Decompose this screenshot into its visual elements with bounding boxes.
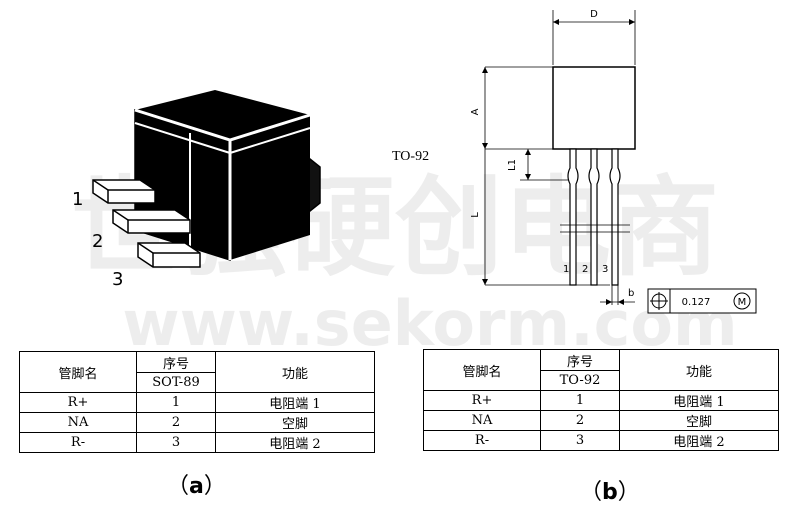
cell-name: NA — [423, 410, 541, 431]
col-header-pkg: SOT-89 — [136, 372, 216, 393]
col-header-func: 功能 — [215, 351, 375, 393]
sot89-pin-label-1: 1 — [72, 189, 83, 210]
cell-seq: 2 — [540, 410, 620, 431]
col-header-name: 管脚名 — [19, 351, 137, 393]
to92-pin-label-2: 2 — [582, 264, 588, 275]
table-row: NA 2 空脚 — [19, 412, 375, 433]
cell-seq: 3 — [136, 432, 216, 453]
col-header-seq: 序号 — [136, 350, 216, 374]
table-row: R+ 1 电阻端 1 — [423, 390, 779, 411]
to92-pin-label-1: 1 — [563, 264, 569, 275]
cell-seq: 1 — [540, 390, 620, 411]
pin-table-b: 管脚名 序号 功能 TO-92 R+ 1 电阻端 1 NA 2 空脚 R- 3 … — [423, 348, 779, 451]
cell-func: 空脚 — [619, 410, 779, 431]
caption-b: （b） — [580, 480, 640, 505]
sot89-package-drawing: 1 2 3 — [72, 90, 321, 290]
cell-seq: 3 — [540, 430, 620, 451]
cell-func: 空脚 — [215, 412, 375, 433]
to92-package-label: TO-92 — [392, 149, 430, 164]
cell-name: R- — [423, 430, 541, 451]
sot89-lead-1 — [92, 179, 156, 204]
table-row: R- 3 电阻端 2 — [423, 430, 779, 451]
cell-name: NA — [19, 412, 137, 433]
cell-seq: 2 — [136, 412, 216, 433]
table-row: R- 3 电阻端 2 — [19, 432, 375, 453]
cell-func: 电阻端 2 — [215, 432, 375, 453]
sot89-pin-label-3: 3 — [112, 269, 123, 290]
col-header-seq: 序号 — [540, 348, 620, 372]
cell-func: 电阻端 1 — [619, 390, 779, 411]
cell-name: R+ — [423, 390, 541, 411]
to92-lead-3 — [609, 148, 621, 286]
dim-L1: L1 — [507, 159, 518, 171]
cell-func: 电阻端 1 — [215, 392, 375, 413]
tolerance-value: 0.127 — [682, 297, 711, 308]
to92-pin-label-3: 3 — [602, 264, 608, 275]
col-header-func: 功能 — [619, 349, 779, 391]
sot89-pin-label-2: 2 — [92, 231, 103, 252]
dim-D: D — [590, 9, 598, 20]
dim-A: A — [470, 108, 481, 115]
col-header-name: 管脚名 — [423, 349, 541, 391]
tolerance-modifier: M — [738, 297, 747, 308]
caption-a: （a） — [167, 474, 226, 499]
to92-lead-2 — [588, 148, 600, 286]
sot89-body-right — [230, 115, 310, 260]
cell-name: R- — [19, 432, 137, 453]
dim-L: L — [470, 212, 481, 218]
sot89-lead-2 — [112, 209, 191, 234]
dim-b: b — [628, 288, 634, 299]
cell-func: 电阻端 2 — [619, 430, 779, 451]
cell-seq: 1 — [136, 392, 216, 413]
table-row: NA 2 空脚 — [423, 410, 779, 431]
cell-name: R+ — [19, 392, 137, 413]
col-header-pkg: TO-92 — [540, 370, 620, 391]
to92-package-drawing: D A L1 L 1 2 3 b 0.127 — [470, 9, 757, 314]
tolerance-frame: 0.127 M — [647, 288, 757, 314]
to92-lead-1 — [567, 148, 579, 286]
table-row: R+ 1 电阻端 1 — [19, 392, 375, 413]
to92-body — [552, 66, 636, 150]
pin-table-a: 管脚名 序号 功能 SOT-89 R+ 1 电阻端 1 NA 2 空脚 R- 3… — [19, 350, 375, 453]
sot89-lead-3 — [137, 242, 201, 268]
